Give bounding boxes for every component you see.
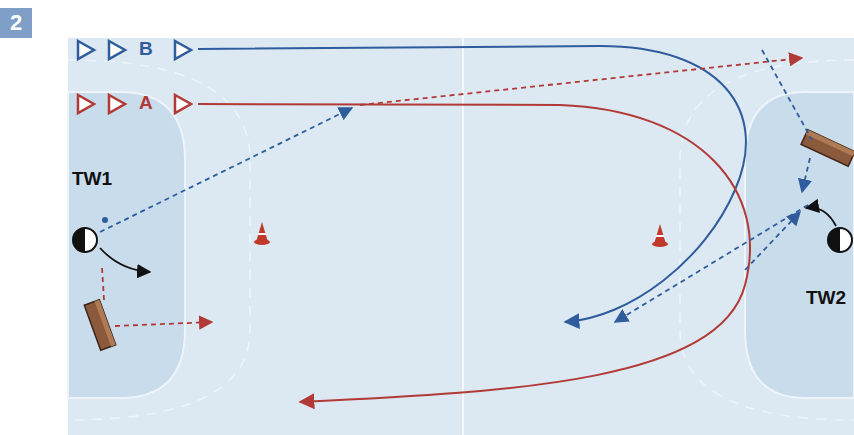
goal-area [745,92,854,398]
court [68,38,854,435]
figure-number: 2 [10,10,22,35]
center-line [462,38,464,435]
run-path [198,104,750,402]
goal-area [68,92,185,398]
pass-line [615,205,808,322]
pass-line [360,58,802,105]
keeper-move [100,248,150,272]
pass-line [115,322,212,326]
pass-line [762,50,812,140]
keeper-label: TW2 [806,287,846,309]
keeper-label: TW1 [72,168,112,190]
ball [102,217,108,223]
player-triangles [78,95,191,113]
run-path [198,46,746,322]
cone [254,222,270,245]
keeper-move [806,208,836,226]
cone [652,224,668,247]
free-throw-line [68,60,250,420]
player-triangles [78,41,191,59]
player-label: B [139,38,153,60]
pass-line [100,108,352,232]
pass-line [745,212,800,270]
figure-number-box: 2 [0,8,32,38]
player-label: A [139,92,153,114]
pass-line [102,268,104,300]
mat [84,300,115,351]
pass-line [802,158,810,192]
free-throw-line [680,60,854,420]
